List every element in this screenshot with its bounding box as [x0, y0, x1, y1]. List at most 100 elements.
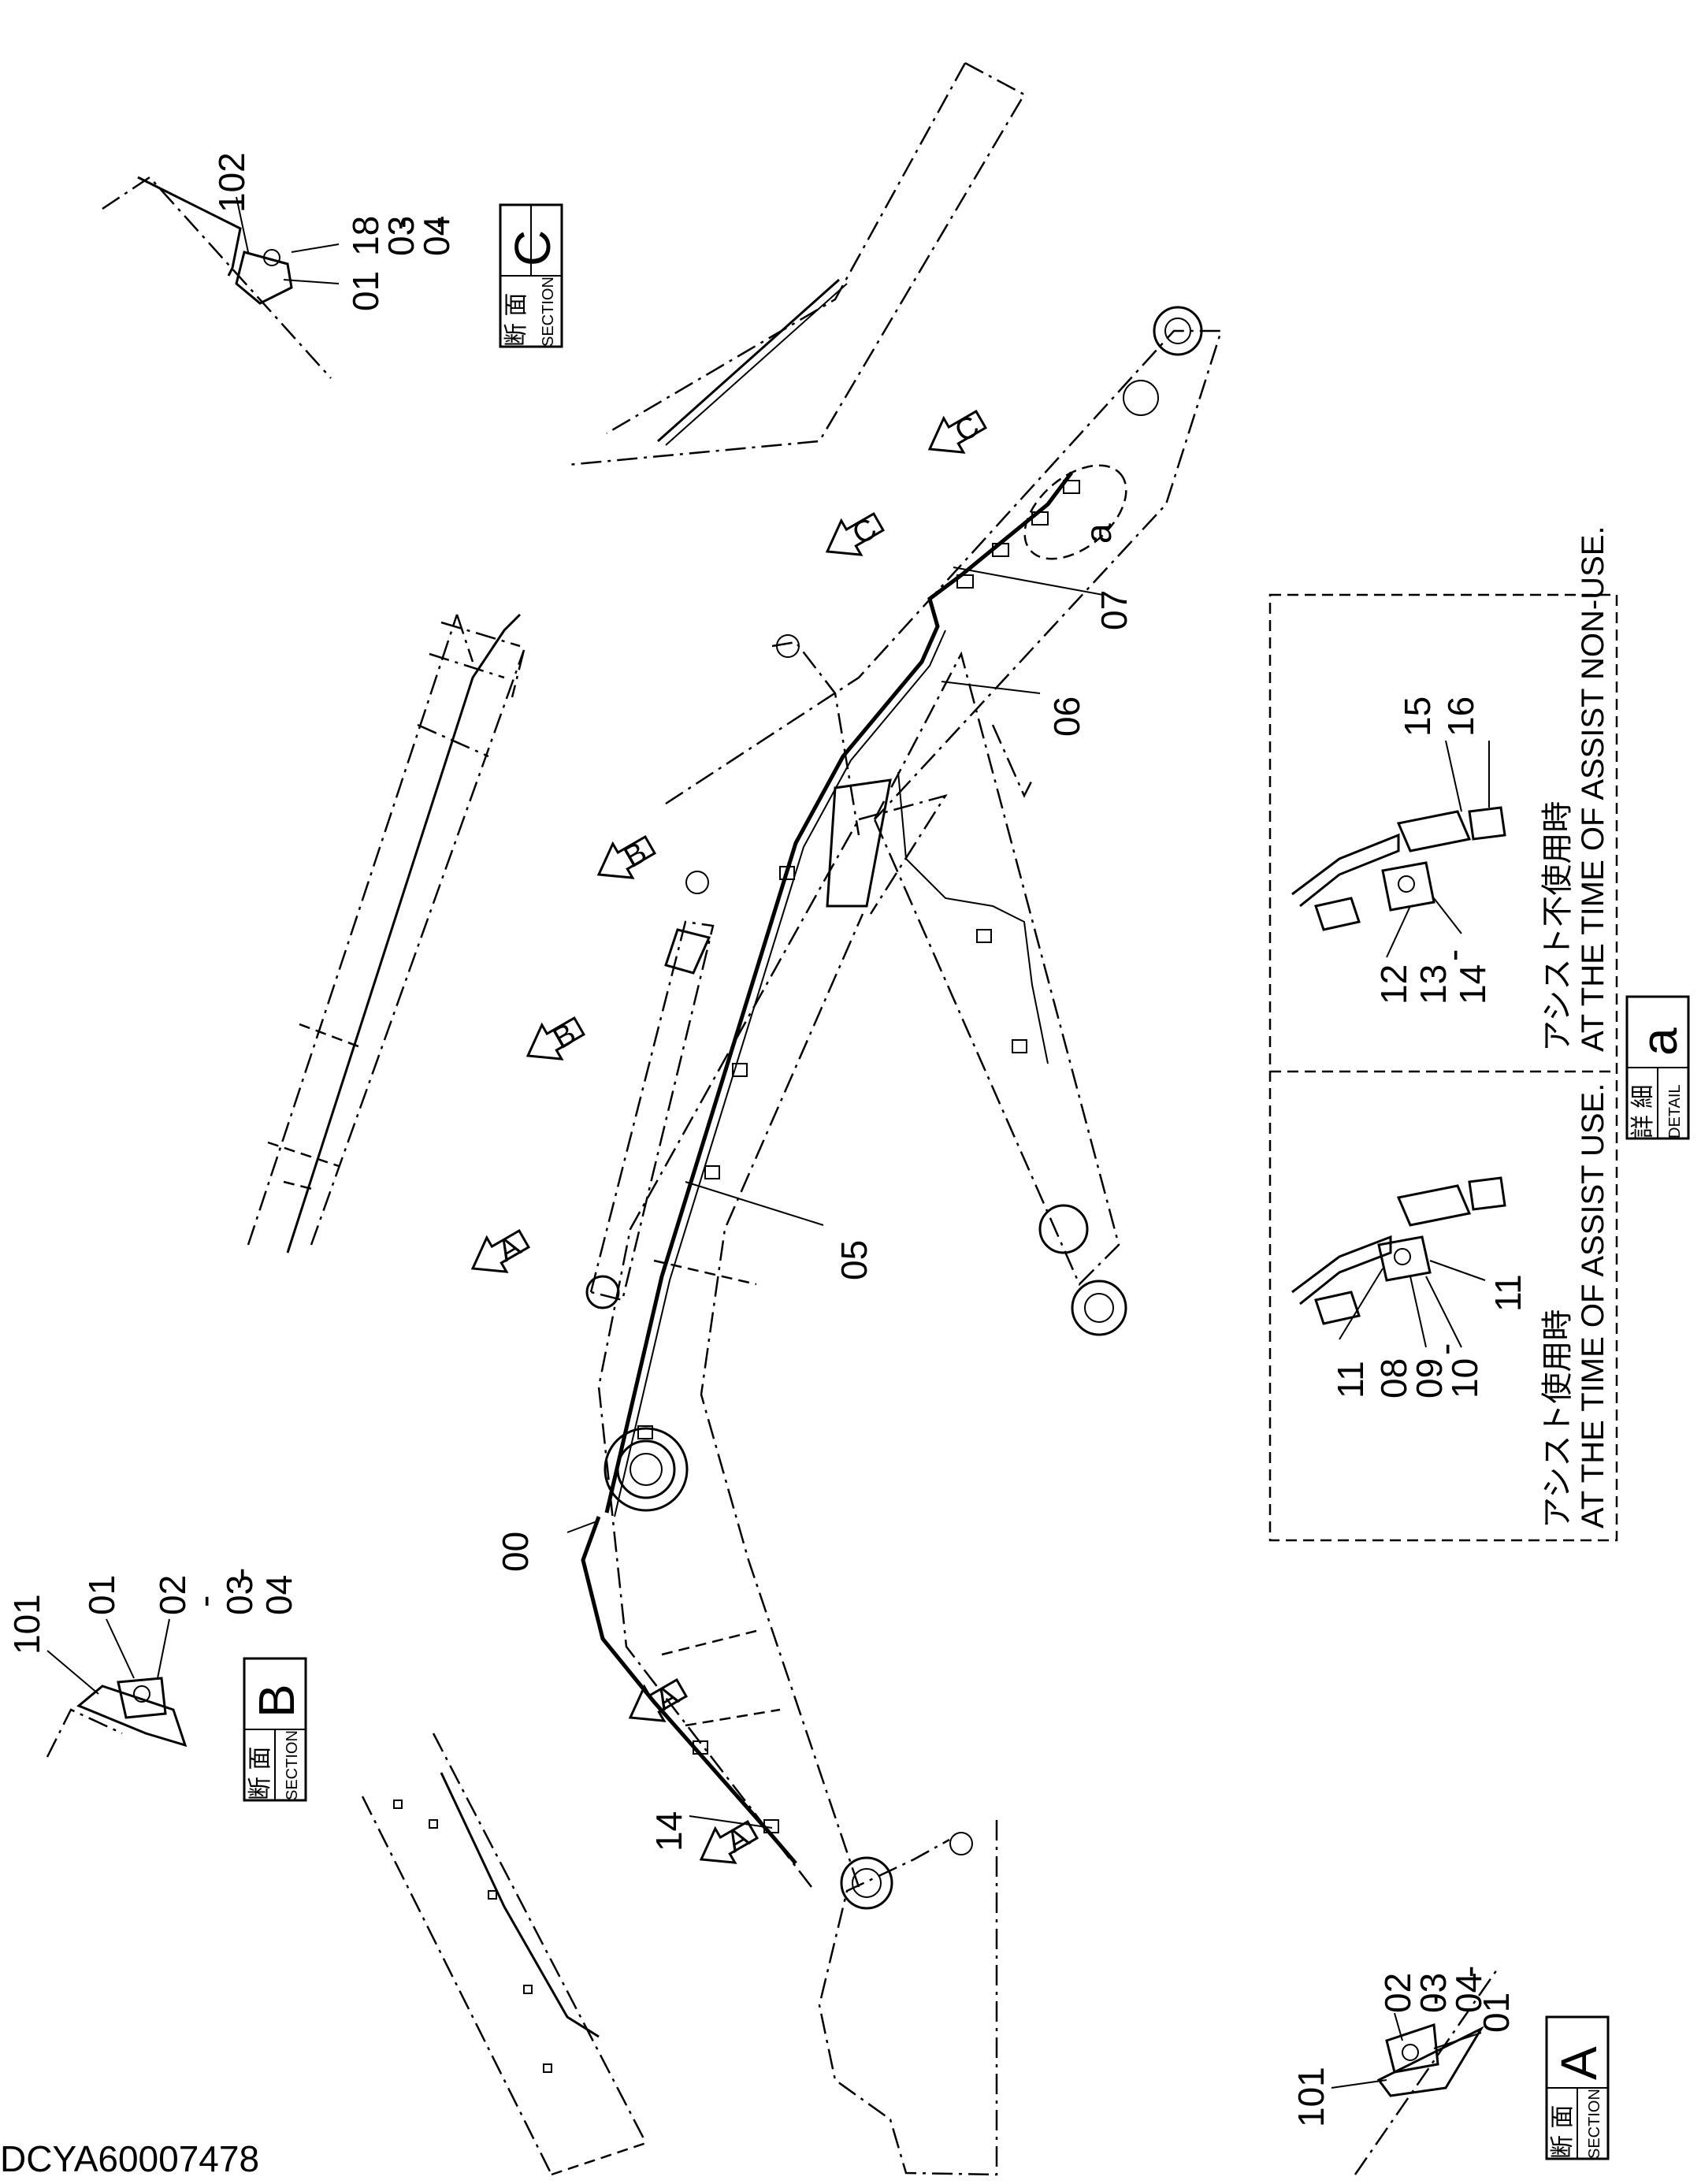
non-use-hose — [1291, 833, 1400, 908]
part-number-09: 09 — [1409, 1358, 1450, 1398]
part-number-01-a: 01 — [1476, 1993, 1517, 2033]
hose-line-05-07 — [604, 471, 1073, 1514]
view-b-detail — [417, 614, 526, 758]
assist-use-view: 11 08 09 10 - 11 アシスト使用時 AT THE TIME OF … — [1291, 1083, 1610, 1528]
boom-arm-joint — [826, 778, 892, 908]
arm-side-view-c — [566, 61, 1026, 466]
section-b-en: SECTION — [284, 1730, 301, 1800]
use-valve — [1377, 1235, 1432, 1282]
main-callouts: 07 06 05 00 14 — [495, 566, 1135, 1852]
section-a-en: SECTION — [1586, 2089, 1603, 2159]
leader-11-left — [1339, 1268, 1383, 1340]
view-arrow-b-1: B — [596, 835, 657, 879]
clamp — [637, 1425, 653, 1439]
part-number-102: 102 — [211, 152, 252, 213]
boom-side-view-b — [247, 613, 526, 1254]
section-a-jp: 断 面 — [1550, 2105, 1576, 2159]
arm-tip-pin-inner — [1164, 318, 1191, 344]
part-number-03-a: 03 — [1413, 1973, 1454, 2013]
view-b-outline — [247, 614, 526, 1246]
part-number-10: 10 — [1444, 1358, 1485, 1398]
part-number-101: 101 — [6, 1594, 47, 1655]
part-number-11-left: 11 — [1330, 1361, 1371, 1398]
arm-lug — [991, 724, 1034, 798]
part-number-01-c: 01 — [345, 271, 386, 311]
section-a-pipe — [1402, 2044, 1419, 2061]
use-block — [1396, 1184, 1472, 1227]
section-b: 101 01 02 03 04 - - 断 面 SECTION B — [6, 1568, 307, 1802]
dash-b-1: - — [184, 1595, 225, 1607]
view-b-section-lines — [267, 1023, 363, 1191]
arm-hole — [1123, 380, 1159, 416]
boom-foot-pin-inner — [852, 1868, 882, 1898]
bolt-hole — [543, 2063, 552, 2073]
leader-101-a — [1331, 2079, 1387, 2089]
boom-center-boss — [604, 1427, 689, 1512]
section-c-jp: 断 面 — [503, 293, 529, 347]
view-b-hose — [286, 613, 522, 1254]
detail-a-en: DETAIL — [1666, 1084, 1684, 1138]
leader-01-a — [1433, 2032, 1482, 2049]
leader-09 — [1425, 1276, 1462, 1348]
bucket-link-pin-inner — [1084, 1293, 1114, 1323]
leader-06 — [941, 681, 1041, 694]
part-number-14-d: 14 — [1452, 964, 1493, 1005]
dash-b-2: - — [219, 1568, 260, 1580]
non-use-valve-port — [1398, 875, 1415, 893]
clamp — [976, 929, 992, 943]
leader-05 — [685, 1181, 824, 1226]
section-b-letter: B — [248, 1684, 305, 1718]
part-number-04-b: 04 — [258, 1575, 299, 1615]
leader-08 — [1409, 1276, 1427, 1348]
non-use-valve — [1381, 861, 1435, 912]
assist-non-use-view: 12 13 14 - 15 16 アシスト不使用時 AT THE TIME OF… — [1291, 526, 1610, 1052]
arm-lower-pin — [1038, 1204, 1089, 1254]
bolt-hole — [429, 1819, 438, 1829]
boom-foot-view-a — [361, 1733, 648, 2176]
part-number-02-a: 02 — [1377, 1973, 1418, 2013]
view-c-hose — [657, 278, 840, 443]
part-number-03-c: 03 — [381, 216, 422, 256]
leader-01-b — [106, 1618, 135, 1679]
part-number-06: 06 — [1046, 696, 1087, 737]
detail-circle-label: a — [1078, 523, 1119, 544]
part-number-05: 05 — [834, 1240, 875, 1280]
boom-center-boss-core — [630, 1453, 663, 1486]
non-use-fitting — [1314, 897, 1361, 931]
section-b-outline — [46, 1708, 123, 1758]
bolt-hole — [393, 1800, 403, 1809]
clamp — [1063, 480, 1080, 494]
part-number-15: 15 — [1397, 696, 1438, 737]
boom-section-line — [661, 1629, 757, 1656]
section-a-letter: A — [1551, 2046, 1607, 2080]
detail-a-letter: a — [1631, 1027, 1688, 1056]
part-number-02-b: 02 — [152, 1575, 193, 1615]
detail-a-circle — [1023, 464, 1127, 560]
part-number-00: 00 — [495, 1532, 536, 1572]
boom-outline-lower — [700, 913, 864, 1888]
section-c: 102 01 18 03 04 - - 断 面 SECTION C — [102, 152, 563, 379]
use-fitting — [1314, 1291, 1361, 1325]
section-c-outline — [102, 176, 332, 379]
dash-c-1: - — [381, 217, 422, 228]
hose-line-00-14 — [581, 1516, 797, 1865]
hose-line-parallel — [614, 630, 946, 1517]
leader-00 — [566, 1520, 600, 1533]
boom-outline-upper — [597, 819, 860, 1888]
arm-outline — [665, 329, 1223, 820]
dash-a-2: - — [1448, 1966, 1489, 1978]
section-a-clamp — [1385, 2022, 1439, 2074]
arm-lower-member — [873, 651, 1120, 1287]
part-number-11-right: 11 — [1487, 1274, 1528, 1312]
part-number-16: 16 — [1440, 696, 1481, 737]
leader-12 — [1386, 905, 1411, 958]
part-number-08: 08 — [1373, 1358, 1414, 1398]
hose-line-06 — [897, 771, 1049, 1064]
part-number-101-a: 101 — [1291, 2067, 1331, 2127]
view-arrows: A A A B B C C — [470, 410, 988, 1864]
clamp — [956, 574, 974, 589]
leader-01-c — [283, 279, 340, 284]
bracket-hole — [949, 1832, 973, 1855]
view-c-outline — [566, 61, 1026, 466]
section-c-clamp — [235, 251, 293, 305]
